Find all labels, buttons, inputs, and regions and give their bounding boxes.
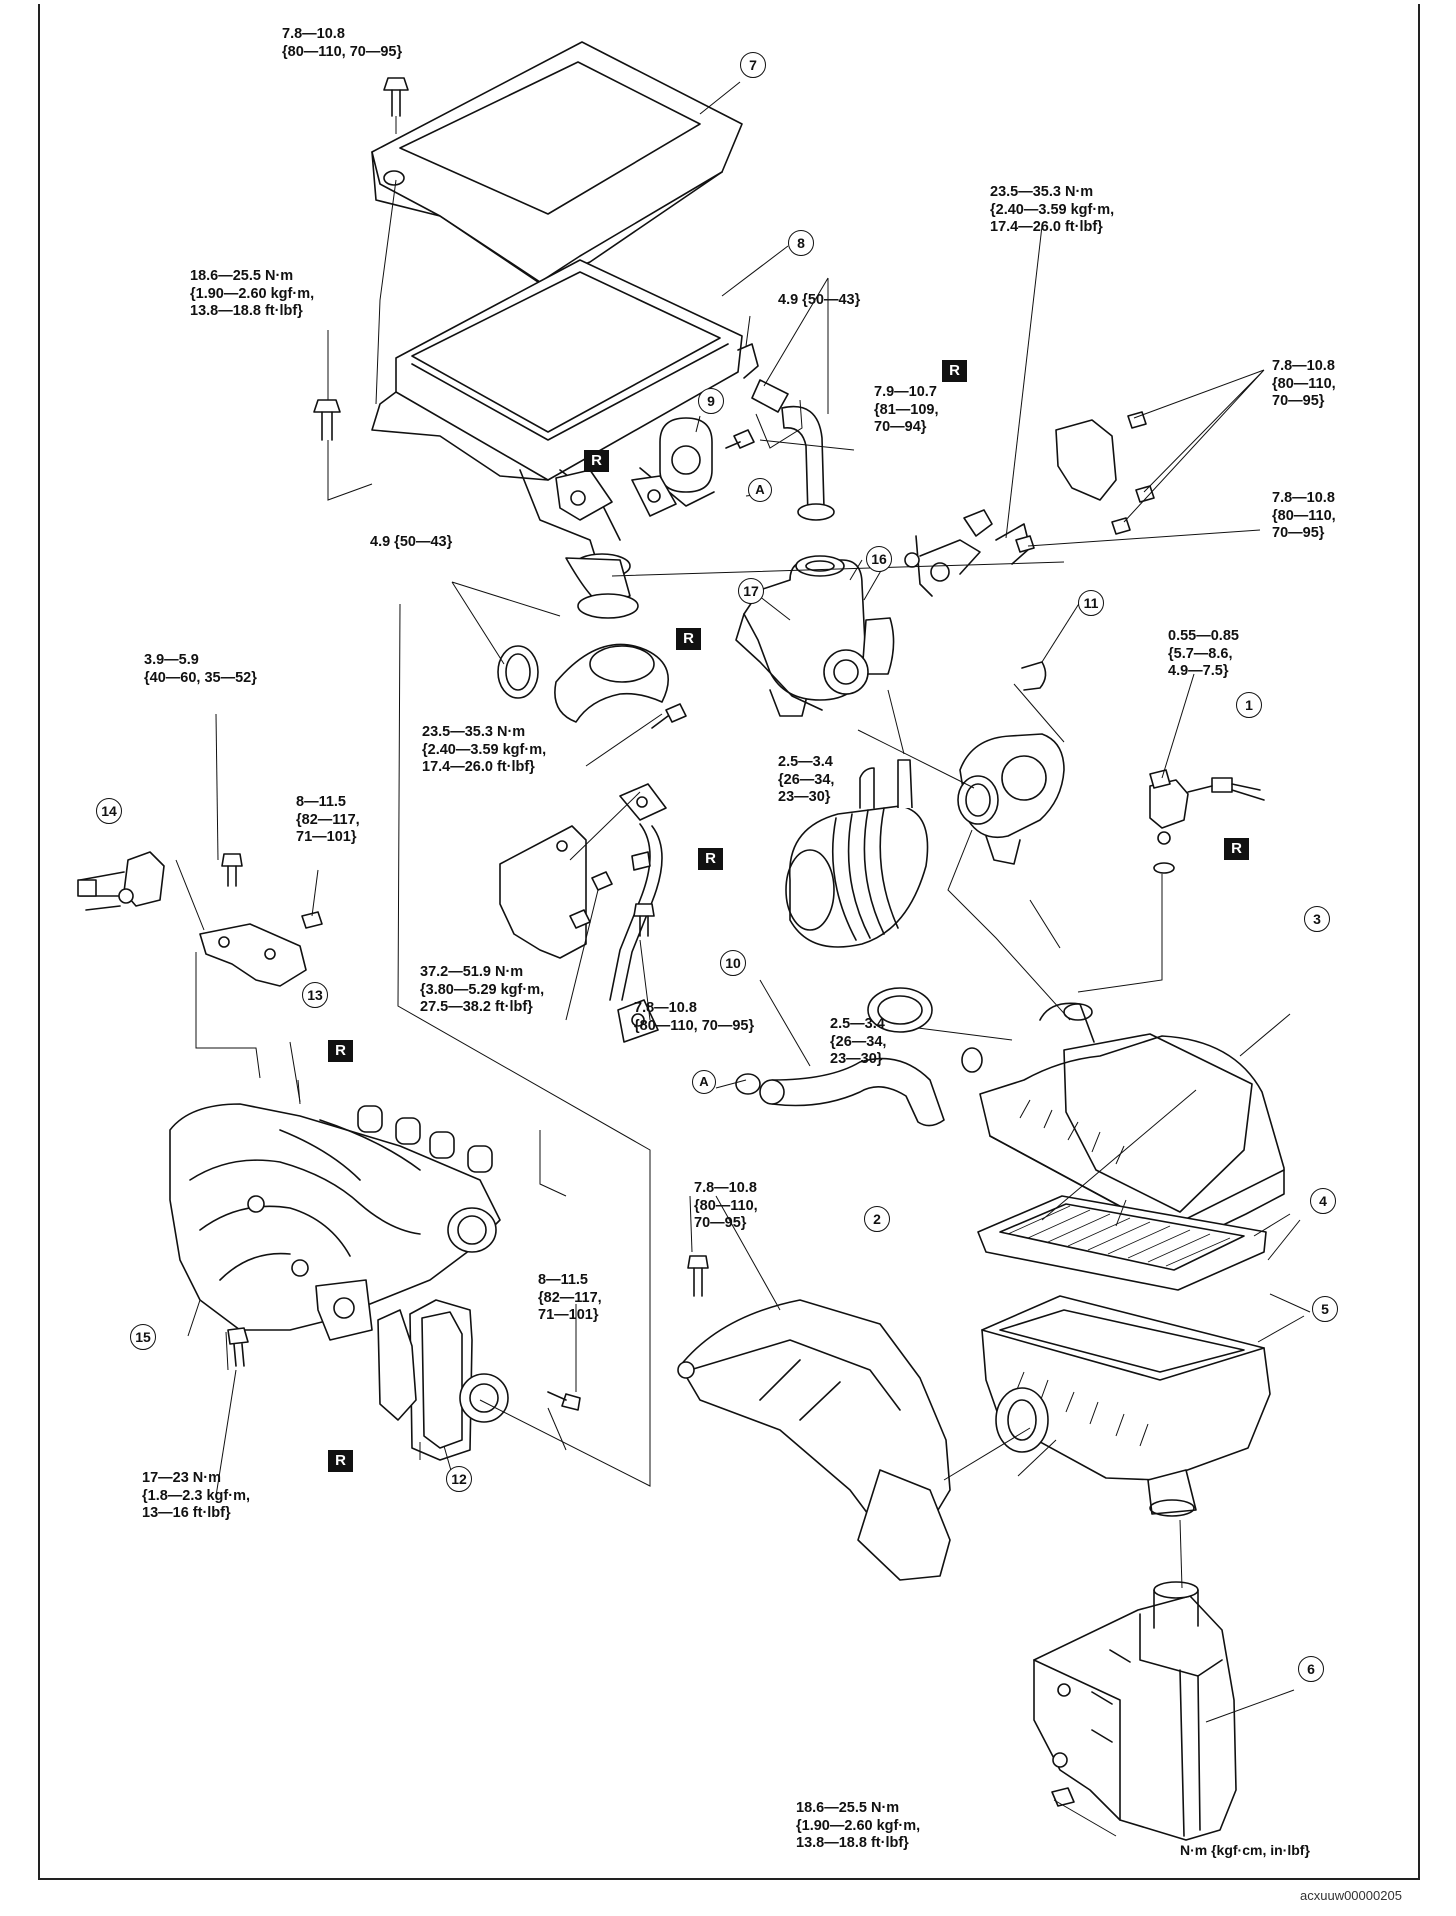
torque-label: 0.55—0.85 {5.7—8.6, 4.9—7.5} — [1168, 628, 1239, 679]
air-cleaner-case-5-drawing — [981, 1295, 1271, 1517]
torque-label: 23.5—35.3 N·m {2.40—3.59 kgf·m, 17.4—26.… — [990, 184, 1115, 235]
leader-lines — [175, 81, 1311, 1837]
torque-label: 4.9 {50—43} — [778, 292, 861, 308]
turbocharger-drawing — [735, 555, 895, 717]
replace-mark: R — [328, 1040, 353, 1062]
torque-label: 7.8—10.8 {80—110, 70—95} — [694, 1180, 758, 1231]
part-number-callout: 6 — [1298, 1656, 1324, 1682]
torque-label: 17—23 N·m {1.8—2.3 kgf·m, 13—16 ft·lbf} — [142, 1470, 250, 1521]
part-number-callout: 15 — [130, 1324, 156, 1350]
part-number-callout: 11 — [1078, 590, 1104, 616]
torque-label: 18.6—25.5 N·m {1.90—2.60 kgf·m, 13.8—18.… — [190, 268, 315, 319]
replace-mark: R — [328, 1450, 353, 1472]
torque-label: 23.5—35.3 N·m {2.40—3.59 kgf·m, 17.4—26.… — [422, 724, 547, 775]
diagram-frame — [38, 4, 1420, 1880]
torque-label: 2.5—3.4 {26—34, 23—30} — [778, 754, 835, 805]
torque-label: 8—11.5 {82—117, 71—101} — [538, 1272, 602, 1323]
part-number-callout: 9 — [698, 388, 724, 414]
torque-label: 7.8—10.8 {80—110, 70—95} — [634, 1000, 755, 1034]
part-number-callout: 4 — [1310, 1188, 1336, 1214]
part-number-callout: 3 — [1304, 906, 1330, 932]
units-note: N·m {kgf·cm, in·lbf} — [1180, 1842, 1310, 1858]
torque-label: 7.8—10.8 {80—110, 70—95} — [282, 26, 403, 60]
sensor-1-drawing — [1149, 777, 1265, 874]
replace-mark: R — [584, 450, 609, 472]
part-number-callout: 2 — [864, 1206, 890, 1232]
reference-mark-a: A — [748, 478, 772, 502]
part-number-callout: 17 — [738, 578, 764, 604]
part-number-callout: 12 — [446, 1466, 472, 1492]
torque-label: 7.8—10.8 {80—110, 70—95} — [1272, 358, 1336, 409]
part-number-callout: 5 — [1312, 1296, 1338, 1322]
torque-label: 3.9—5.9 {40—60, 35—52} — [144, 652, 257, 686]
intercooler-drawing — [371, 259, 759, 573]
part-number-callout: 1 — [1236, 692, 1262, 718]
throttle-body-12-drawing — [315, 1279, 509, 1461]
intercooler-cover-drawing — [371, 41, 743, 283]
part-number-callout: 8 — [788, 230, 814, 256]
manifold-gaskets-drawing — [357, 1105, 493, 1173]
solenoid-valve-14-drawing — [77, 851, 165, 911]
torque-label: 18.6—25.5 N·m {1.90—2.60 kgf·m, 13.8—18.… — [796, 1800, 921, 1851]
air-intake-hose-10-drawing — [785, 759, 933, 1033]
replace-mark: R — [1224, 838, 1249, 860]
air-cleaner-cover-3-drawing — [979, 1002, 1285, 1239]
mid-bracket-drawing — [499, 783, 667, 1043]
solenoid-bracket-13-drawing — [199, 923, 307, 987]
replace-mark: R — [676, 628, 701, 650]
torque-label: 8—11.5 {82—117, 71—101} — [296, 794, 360, 845]
resonator-2-drawing — [677, 1299, 951, 1581]
turbo-bracket-16-drawing — [904, 419, 1117, 597]
bottom-hose-drawing — [735, 1047, 983, 1127]
part-number-callout: 13 — [302, 982, 328, 1008]
torque-label: 37.2—51.9 N·m {3.80—5.29 kgf·m, 27.5—38.… — [420, 964, 545, 1015]
part-number-callout: 14 — [96, 798, 122, 824]
torque-label: 7.9—10.7 {81—109, 70—94} — [874, 384, 939, 435]
intake-manifold-15-drawing — [169, 1103, 501, 1331]
torque-label: 7.8—10.8 {80—110, 70—95} — [1272, 490, 1336, 541]
replace-mark: R — [942, 360, 967, 382]
part-number-callout: 10 — [720, 950, 746, 976]
part-number-callout: 7 — [740, 52, 766, 78]
resonance-chamber-6-drawing — [1033, 1581, 1237, 1841]
part-number-callout: 16 — [866, 546, 892, 572]
replace-mark: R — [698, 848, 723, 870]
torque-label: 4.9 {50—43} — [370, 534, 453, 550]
air-hose-11-drawing — [957, 661, 1065, 865]
torque-label: 2.5—3.4 {26—34, 23—30} — [830, 1016, 887, 1067]
hoses-drawing — [497, 379, 835, 723]
image-code: acxuuw00000205 — [1300, 1888, 1402, 1903]
gaskets-drawing — [555, 469, 677, 521]
air-filter-element-4-drawing — [977, 1195, 1267, 1291]
reference-mark-a: A — [692, 1070, 716, 1094]
